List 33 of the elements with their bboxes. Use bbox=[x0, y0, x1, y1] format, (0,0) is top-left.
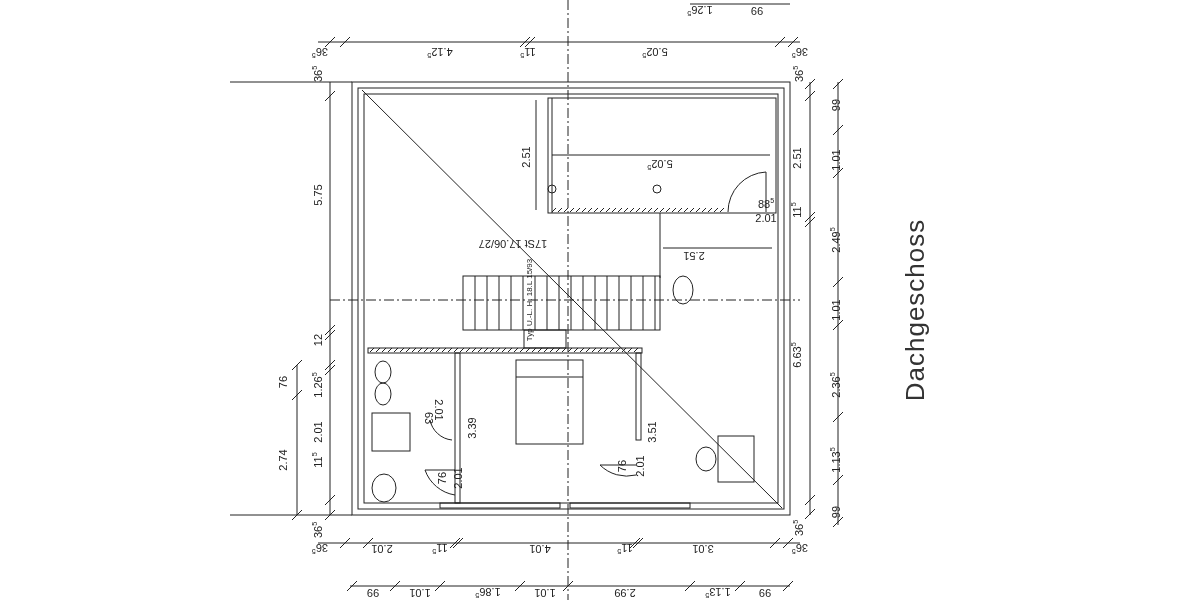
floor-title: Dachgeschoss bbox=[902, 218, 928, 402]
dimension-label: 2.01 bbox=[634, 455, 646, 477]
dimension-label: 2.99 bbox=[614, 586, 636, 598]
dimension-label: 17St 17.06/27 bbox=[478, 237, 548, 249]
dimension-label: 1.01 bbox=[830, 149, 842, 171]
dimension-label: 1.01 bbox=[409, 586, 431, 598]
dimension-label: 99 bbox=[366, 586, 380, 598]
dimension-label: 1.01 bbox=[830, 299, 842, 321]
dimension-label: 2.01 bbox=[371, 542, 393, 554]
dimension-label: 63 bbox=[422, 411, 434, 425]
dimension-label: 2.01 bbox=[432, 399, 444, 421]
dimension-label: 99 bbox=[830, 505, 842, 519]
dimension-label: 2.51 bbox=[791, 147, 803, 169]
dimension-label: 2.01 bbox=[312, 421, 324, 443]
dimension-label: 4.01 bbox=[529, 542, 551, 554]
dimension-label: 2.01 bbox=[755, 212, 777, 224]
dimension-label: 3.01 bbox=[692, 542, 714, 554]
dimension-label: 5.75 bbox=[312, 184, 324, 206]
dimension-label: 76 bbox=[616, 459, 628, 473]
dimension-label: 88$^{5}$ bbox=[757, 198, 775, 210]
dimension-label: 1.01 bbox=[534, 586, 556, 598]
dimension-label: 2.51 bbox=[683, 249, 705, 261]
dimension-label: 3.39 bbox=[466, 417, 478, 439]
dimension-label: 12 bbox=[312, 333, 324, 347]
dimension-label: 76 bbox=[436, 471, 448, 485]
dimension-label: 3.51 bbox=[646, 421, 658, 443]
dimension-label: 99 bbox=[830, 98, 842, 112]
dimension-label: 2.51 bbox=[520, 146, 532, 168]
dimension-label: 2.74 bbox=[277, 449, 289, 471]
dimension-label: 99 bbox=[758, 586, 772, 598]
dimension-label: 2.01 bbox=[452, 467, 464, 489]
dimension-label: 76 bbox=[277, 375, 289, 389]
dimension-label: 99 bbox=[750, 4, 764, 16]
